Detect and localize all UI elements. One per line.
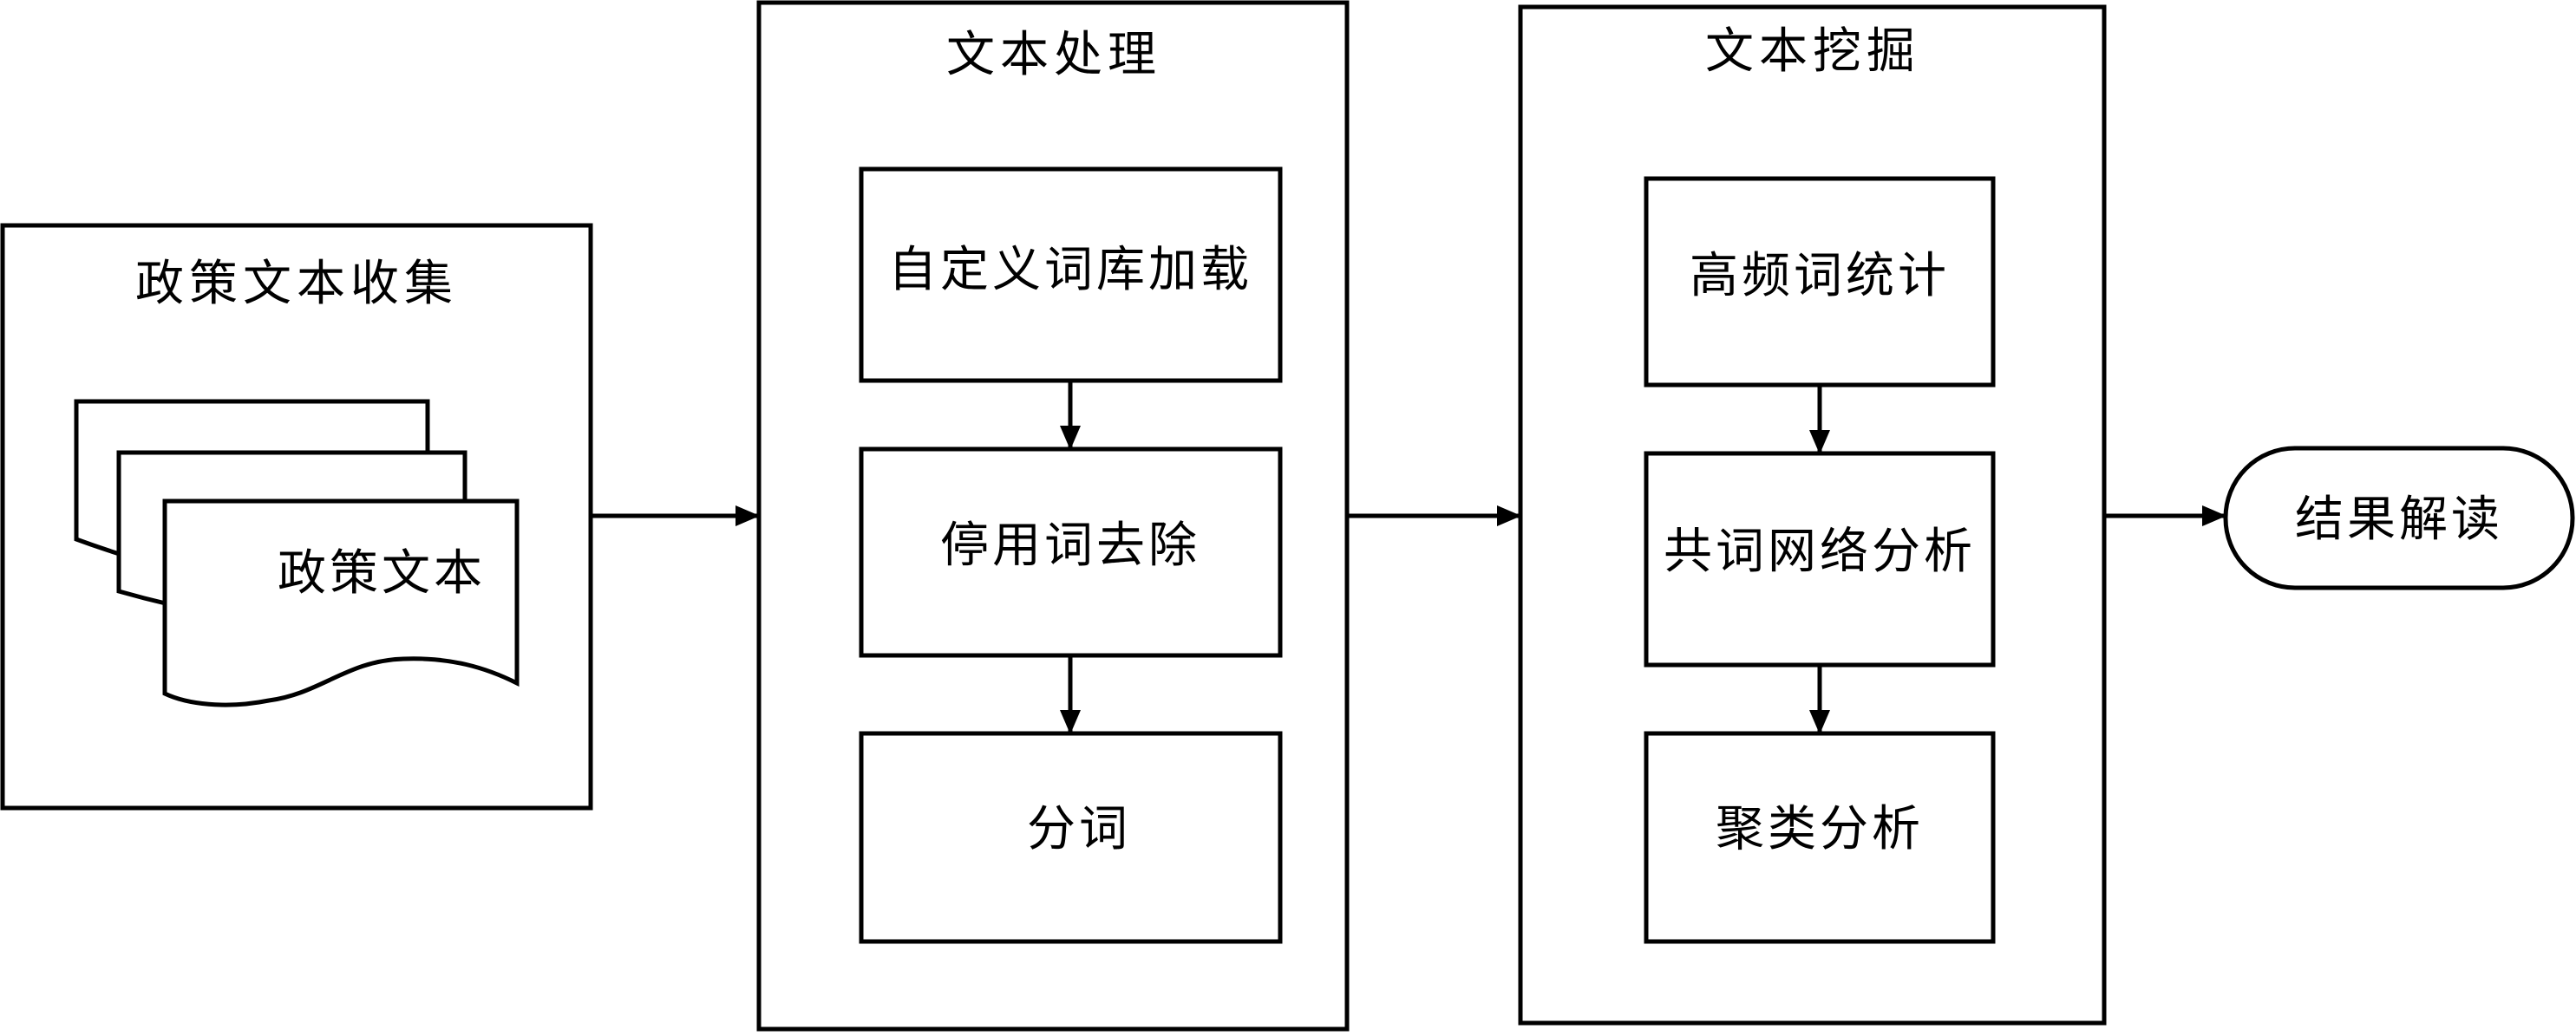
step-custom-dictionary-box: [859, 166, 1283, 383]
document-label: 政策文本: [278, 545, 486, 602]
step-cluster-analysis-label: 聚类分析: [1716, 801, 1924, 857]
step-segmentation-label: 分词: [1027, 801, 1131, 857]
step-custom-dictionary-label: 自定义词库加载: [888, 242, 1252, 298]
processing-title: 文本处理: [946, 27, 1161, 83]
step-stopword-removal-label: 停用词去除: [940, 518, 1200, 574]
step-cluster-analysis-box: [1644, 731, 1996, 944]
document-stack-icon: 政策文本: [74, 399, 520, 707]
step-segmentation-box: [859, 731, 1283, 944]
mining-title: 文本挖掘: [1705, 23, 1920, 80]
mining-stage: 文本挖掘 高频词统计 共词网络分析 聚类分析: [1518, 4, 2107, 1026]
collection-title: 政策文本收集: [135, 256, 458, 312]
step-high-frequency-label: 高频词统计: [1690, 248, 1950, 304]
result-label: 结果解读: [2295, 492, 2503, 548]
step-stopword-removal-box: [859, 446, 1283, 658]
collection-stage: 政策文本收集 政策文本: [0, 223, 593, 811]
result-terminal: [2223, 446, 2575, 590]
processing-stage: 文本处理 自定义词库加载 停用词去除 分词: [756, 0, 1350, 1032]
result-stage: 结果解读: [2223, 446, 2575, 590]
step-coword-network-box: [1644, 451, 1996, 668]
document-sheet-front: [162, 498, 520, 707]
step-coword-network-label: 共词网络分析: [1664, 524, 1976, 580]
